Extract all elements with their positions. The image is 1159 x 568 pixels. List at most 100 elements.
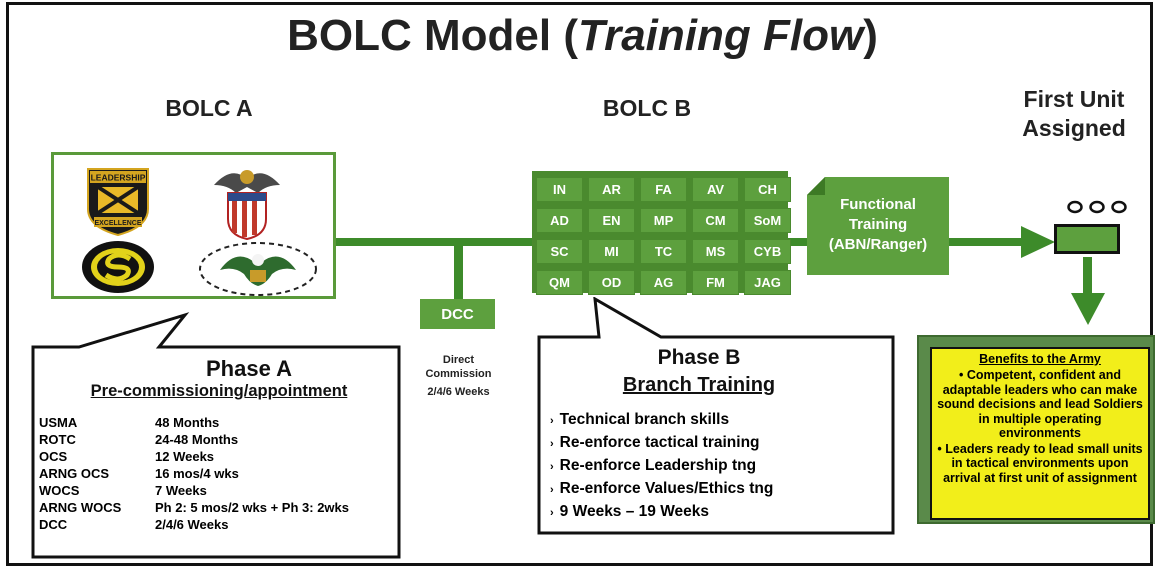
dcc-connector	[454, 242, 463, 300]
bullet-marker-icon: ›	[550, 484, 554, 496]
phase-a-program: ARNG OCS	[39, 466, 110, 481]
branch-cell-ch: CH	[744, 177, 791, 202]
branch-cell-cm: CM	[692, 208, 739, 233]
phase-a-duration: 24-48 Months	[155, 432, 239, 447]
branch-cell-mi: MI	[588, 239, 635, 264]
phase-b-bullet-text: 9 Weeks – 19 Weeks	[559, 503, 710, 520]
warrant-officer-eagle-logo	[199, 242, 317, 296]
benefits-box: Benefits to the Army • Competent, confid…	[930, 347, 1150, 520]
branch-cell-sc: SC	[536, 239, 583, 264]
phase-a-row: ROTC 24-48 Months	[39, 431, 355, 448]
functional-line2: Training	[848, 216, 908, 233]
phase-a-row: WOCS 7 Weeks	[39, 482, 355, 499]
phase-b-bullet-text: Re-enforce Leadership tng	[559, 457, 757, 474]
branch-cell-ar: AR	[588, 177, 635, 202]
flow-line-to-unit	[946, 238, 1028, 246]
arrow-right-icon	[1021, 226, 1055, 258]
phase-b-bullets: › Technical branch skills › Re-enforce tact…	[550, 409, 890, 524]
branch-cell-jag: JAG	[744, 270, 791, 295]
branch-cell-ad: AD	[536, 208, 583, 233]
phase-a-program: USMA	[39, 415, 78, 430]
flow-line-a-to-b	[334, 238, 534, 246]
dcc-caption-line1: Direct	[442, 354, 475, 366]
phase-a-row: ARNG OCS 16 mos/4 wks	[39, 465, 355, 482]
page-title: BOLC Model (Training Flow)	[287, 11, 878, 60]
branch-cell-fa: FA	[640, 177, 687, 202]
arrow-down-icon	[1071, 293, 1105, 325]
phase-b-bullet: › Technical branch skills	[550, 409, 890, 432]
phase-a-program: DCC	[39, 517, 68, 532]
branch-cell-tc: TC	[640, 239, 687, 264]
branch-cell-mp: MP	[640, 208, 687, 233]
phase-a-subtitle: Pre-commissioning/appointment	[90, 382, 348, 400]
dcc-caption: Direct Commission 2/4/6 Weeks	[401, 353, 516, 399]
branch-cell-cyb: CYB	[744, 239, 791, 264]
phase-b-bullet: › 9 Weeks – 19 Weeks	[550, 501, 890, 524]
phase-a-program: OCS	[39, 449, 68, 464]
benefits-title: Benefits to the Army	[979, 352, 1101, 366]
phase-a-program: ROTC	[39, 432, 76, 447]
phase-b-bullet: › Re-enforce Values/Ethics tng	[550, 478, 890, 501]
benefit-item: • Leaders ready to lead small units in t…	[936, 442, 1144, 486]
phase-a-duration: 2/4/6 Weeks	[155, 517, 229, 532]
bullet-marker-icon: ›	[550, 461, 554, 473]
phase-b-title: Phase B	[657, 346, 741, 369]
phase-b-bullet-text: Technical branch skills	[559, 411, 730, 428]
functional-training-shape	[807, 177, 949, 275]
flow-line-b-to-functional	[784, 238, 814, 246]
branch-cell-in: IN	[536, 177, 583, 202]
benefits-list: • Competent, confident and adaptable lea…	[936, 368, 1144, 485]
bullet-dot-icon: •	[958, 368, 967, 382]
first-unit-label: First Unit Assigned	[999, 85, 1149, 143]
phase-a-row: USMA 48 Months	[39, 414, 355, 431]
benefit-item: • Competent, confident and adaptable lea…	[936, 368, 1144, 441]
usma-crest-logo	[214, 170, 280, 241]
phase-a-duration: 48 Months	[155, 415, 220, 430]
first-unit-box	[1054, 224, 1120, 254]
ocs-logo	[82, 241, 154, 293]
rotc-top-text: LEADERSHIP	[91, 173, 146, 183]
bolc-a-label: BOLC A	[165, 95, 253, 121]
branch-cell-fm: FM	[692, 270, 739, 295]
benefit-text: Competent, confident and adaptable leade…	[937, 368, 1143, 440]
phase-a-duration: 16 mos/4 wks	[155, 466, 239, 481]
branch-cell-ag: AG	[640, 270, 687, 295]
rotc-shield-logo: LEADERSHIP EXCELLENCE	[87, 168, 149, 237]
phase-a-program: WOCS	[39, 483, 80, 498]
bullet-marker-icon: ›	[550, 438, 554, 450]
branch-cell-qm: QM	[536, 270, 583, 295]
dcc-box: DCC	[420, 299, 495, 329]
bullet-marker-icon: ›	[550, 507, 554, 519]
dcc-caption-line2: Commission	[425, 368, 492, 380]
functional-training-label: Functional Training (ABN/Ranger)	[807, 195, 949, 255]
first-unit-line2: Assigned	[1022, 115, 1126, 141]
phase-a-row: ARNG WOCS Ph 2: 5 mos/2 wks + Ph 3: 2wks	[39, 499, 355, 516]
phase-a-duration: Ph 2: 5 mos/2 wks + Ph 3: 2wks	[155, 500, 350, 515]
phase-a-program: ARNG WOCS	[39, 500, 122, 515]
branch-cell-som: SoM	[744, 208, 791, 233]
branch-cell-en: EN	[588, 208, 635, 233]
phase-a-title: Phase A	[205, 356, 292, 381]
phase-b-bullet: › Re-enforce Leadership tng	[550, 455, 890, 478]
unit-dots-icon	[1067, 200, 1127, 214]
phase-a-row: OCS 12 Weeks	[39, 448, 355, 465]
phase-b-bullet-text: Re-enforce Values/Ethics tng	[559, 480, 774, 497]
phase-a-duration: 12 Weeks	[155, 449, 215, 464]
rotc-bottom-text: EXCELLENCE	[94, 220, 141, 227]
dcc-duration: 2/4/6 Weeks	[427, 386, 490, 398]
bolc-a-panel: LEADERSHIP EXCELLENCE	[51, 152, 336, 299]
phase-a-callout-shape	[31, 312, 401, 559]
branch-cell-od: OD	[588, 270, 635, 295]
branch-cell-av: AV	[692, 177, 739, 202]
branch-cell-ms: MS	[692, 239, 739, 264]
phase-b-subtitle: Branch Training	[622, 374, 776, 396]
bullet-dot-icon: •	[937, 441, 946, 456]
phase-b-bullet-text: Re-enforce tactical training	[559, 434, 760, 451]
bullet-marker-icon: ›	[550, 415, 554, 427]
functional-line1: Functional	[840, 196, 916, 213]
bolc-b-label: BOLC B	[602, 95, 692, 121]
phase-a-duration: 7 Weeks	[155, 483, 207, 498]
phase-a-row: DCC 2/4/6 Weeks	[39, 516, 355, 533]
